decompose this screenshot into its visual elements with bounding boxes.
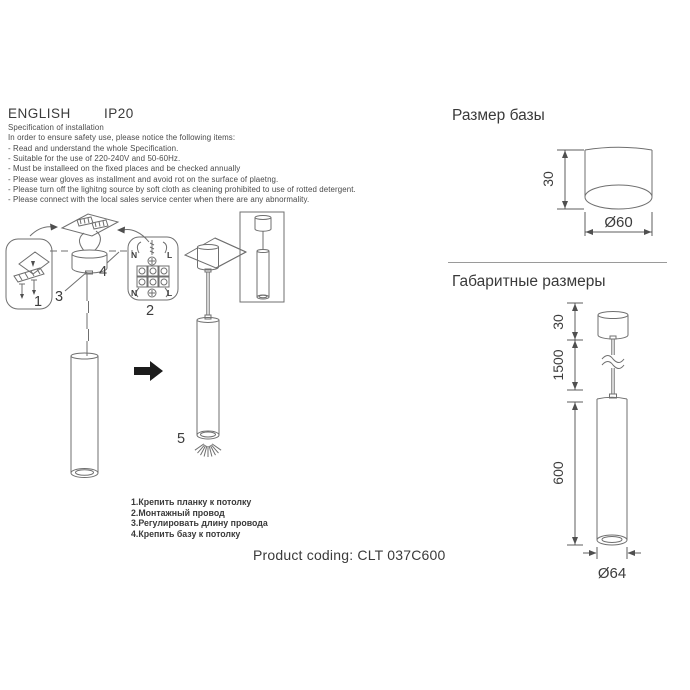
- screw-icon: [31, 279, 37, 295]
- spec-item: - Read and understand the whole Specific…: [8, 143, 179, 153]
- step-5-label: 5: [177, 431, 185, 447]
- break-symbol: [601, 355, 625, 363]
- terminal-l-label: L: [167, 288, 172, 298]
- terminal-n-label: N: [131, 288, 137, 298]
- spec-item: - Please connect with the local sales se…: [8, 195, 310, 205]
- product-code: CLT 037C600: [357, 547, 446, 563]
- wire-icon: [135, 287, 140, 298]
- curved-arrow-icon: [117, 226, 150, 243]
- screw-head-icon: [147, 288, 157, 298]
- reference-lamp-thumbnail: [239, 211, 285, 303]
- light-rays-icon: [194, 443, 222, 457]
- lamp-tube-drawing: [70, 352, 99, 478]
- base-dimension-drawing: 30 Ø60: [540, 146, 653, 236]
- break-symbol: [601, 361, 625, 369]
- cord-length-dim: 1500: [550, 349, 566, 380]
- base-size-title: Размер базы: [452, 107, 545, 124]
- curved-arrow-icon: [29, 223, 58, 237]
- terminal-n-label: N: [131, 250, 137, 260]
- section-divider: [448, 262, 667, 263]
- ip-rating-label: IP20: [104, 106, 134, 121]
- terminal-block-callout: N L N L 2: [127, 236, 179, 319]
- screw-head-icon: [147, 256, 157, 266]
- step-1-label: 1: [34, 294, 42, 310]
- legend-item: 4.Крепить базу к потолку: [131, 529, 241, 540]
- product-coding: Product coding: CLT 037C600: [253, 547, 445, 563]
- suspension-cord: [86, 274, 89, 356]
- spec-item: - Must be installeed on the fixed places…: [8, 164, 241, 174]
- overall-dimension-drawing: 30 1500 600 Ø64: [550, 302, 641, 582]
- spec-item: - Please turn off the lighitng source by…: [8, 185, 356, 195]
- overall-size-title: Габаритные размеры: [452, 273, 606, 290]
- step-2-label: 2: [146, 303, 154, 319]
- wire-icon: [92, 230, 101, 253]
- ceiling-plate-assembly: [60, 213, 120, 253]
- overall-base-height-dim: 30: [550, 314, 566, 330]
- legend-item: 3.Регулировать длину провода: [131, 518, 268, 529]
- overall-diameter-dim: Ø64: [598, 565, 626, 582]
- specification-block: Specification of installation In order t…: [8, 123, 376, 206]
- language-label: ENGLISH: [8, 106, 71, 121]
- terminal-l-label: L: [167, 250, 172, 260]
- legend-item: 1.Крепить планку к потолку: [131, 497, 252, 507]
- step-4-label: 4: [99, 264, 107, 280]
- spec-item: - Suitable for the use of 220-240V and 5…: [8, 154, 181, 164]
- wire-icon: [136, 241, 142, 254]
- wire-icon: [78, 232, 86, 253]
- assembled-lamp-drawing: 5: [177, 237, 248, 457]
- terminal-holes-grid: [136, 265, 170, 288]
- spec-item: - Please wear gloves as installment and …: [8, 174, 279, 184]
- legend-item: 2.Монтажный провод: [131, 507, 225, 518]
- base-height-dim: 30: [540, 171, 556, 187]
- body-height-dim: 600: [550, 461, 566, 485]
- ceiling-plate-icon: [18, 251, 50, 275]
- spec-title: Specification of installation: [8, 123, 104, 132]
- wire-icon: [162, 241, 168, 254]
- base-diameter-dim: Ø60: [604, 214, 632, 231]
- canopy-drawing: [71, 249, 108, 275]
- screw-icon: [19, 283, 25, 299]
- step-3-label: 3: [55, 289, 63, 305]
- spec-intro: In order to ensure safety use, please no…: [8, 133, 236, 143]
- base-cylinder-icon: [584, 146, 653, 210]
- step-arrow-icon: [134, 361, 163, 381]
- mounting-strip-icon: [13, 267, 45, 283]
- legend-block: 1.Крепить планку к потолку 2.Монтажный п…: [131, 497, 268, 540]
- pendant-outline-drawing: [596, 311, 629, 546]
- product-coding-label: Product coding:: [253, 547, 354, 563]
- wire-icon: [164, 287, 169, 298]
- mounting-strip-callout: 1: [5, 238, 53, 310]
- installation-diagram: 1 4 3: [5, 211, 285, 478]
